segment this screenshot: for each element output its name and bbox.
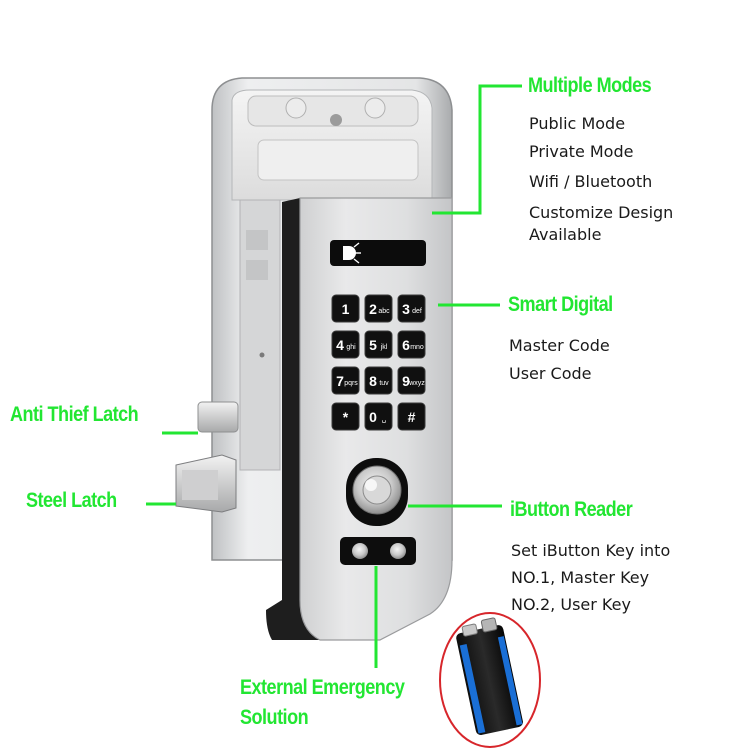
ibutton-line-2: NO.1, Master Key	[511, 568, 650, 587]
key-star[interactable]: *	[331, 402, 360, 431]
key-letters: tuv	[379, 380, 389, 387]
ibutton-reader-icon	[346, 458, 408, 526]
emergency-title-line-2: Solution	[240, 706, 309, 729]
key-digit: 4	[336, 337, 344, 353]
steel-latch-title: Steel Latch	[26, 489, 117, 512]
key-digit: #	[408, 409, 416, 425]
key-digit: 8	[369, 373, 377, 389]
key-letters: ghi	[346, 344, 356, 351]
code-user: User Code	[509, 364, 592, 383]
steel-latch	[175, 454, 237, 513]
anti-thief-latch-title: Anti Thief Latch	[10, 403, 139, 426]
mode-wifi-bluetooth: Wifi / Bluetooth	[529, 172, 653, 191]
key-letters: abc	[378, 308, 390, 315]
mode-available: Available	[529, 225, 602, 244]
key-digit: 9	[402, 373, 410, 389]
mode-public: Public Mode	[529, 114, 626, 133]
key-letters: def	[412, 308, 422, 315]
key-letters: mno	[410, 344, 424, 351]
key-digit: 5	[369, 337, 377, 353]
emergency-contacts	[340, 537, 416, 565]
key-letters: jkl	[380, 344, 388, 351]
ibutton-line-1: Set iButton Key into	[511, 541, 671, 560]
key-1[interactable]: 1	[331, 294, 360, 323]
anti-thief-latch	[197, 401, 239, 433]
key-digit: 3	[402, 301, 410, 317]
callout-lines	[146, 84, 522, 668]
smart-digital-title: Smart Digital	[508, 293, 613, 316]
9v-battery-icon	[439, 612, 541, 748]
key-digit: 7	[336, 373, 344, 389]
key-digit: *	[343, 409, 349, 425]
ibutton-line-3: NO.2, User Key	[511, 595, 631, 614]
emergency-title-line-1: External Emergency	[240, 676, 405, 699]
key-letters: ␣	[382, 416, 386, 423]
key-0[interactable]: 0␣	[364, 402, 393, 431]
mode-customize-design: Customize Design	[529, 203, 674, 222]
code-master: Master Code	[509, 336, 610, 355]
mode-private: Private Mode	[529, 142, 634, 161]
key-digit: 1	[342, 301, 350, 317]
callout-line-multiple-modes	[432, 84, 522, 215]
key-digit: 2	[369, 301, 377, 317]
key-letters: wxyz	[408, 380, 425, 387]
display-window	[330, 240, 426, 266]
key-hash[interactable]: #	[397, 402, 426, 431]
ibutton-reader-title: iButton Reader	[510, 498, 633, 521]
key-digit: 0	[369, 409, 377, 425]
key-digit: 6	[402, 337, 410, 353]
key-letters: pqrs	[344, 380, 358, 387]
light-icon	[343, 242, 361, 264]
multiple-modes-title: Multiple Modes	[528, 74, 652, 97]
